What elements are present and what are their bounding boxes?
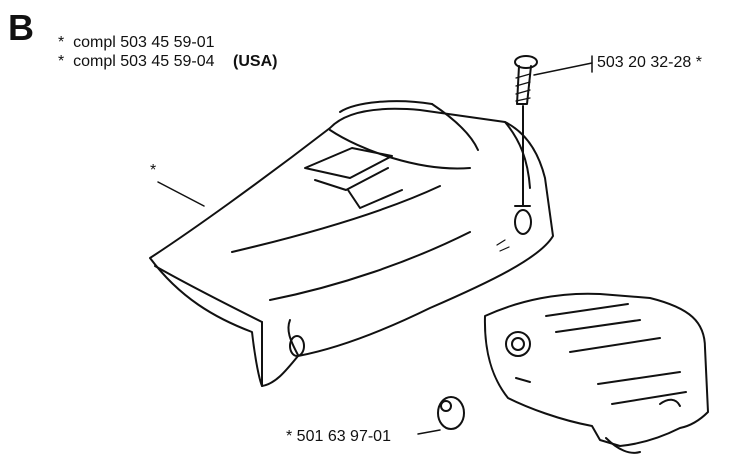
usa-note: (USA) bbox=[233, 53, 278, 70]
screw-part bbox=[514, 55, 538, 206]
cap-leader-line bbox=[417, 429, 441, 435]
header-part-number: compl 503 45 59-04 bbox=[73, 53, 215, 70]
asterisk-marker: * bbox=[58, 53, 65, 70]
plug-cap-part bbox=[437, 396, 465, 430]
asterisk-marker: * bbox=[58, 34, 65, 51]
cover-asterisk-callout: * bbox=[150, 162, 157, 179]
cover-leader-line bbox=[157, 181, 205, 207]
chain-cover-part bbox=[149, 100, 554, 387]
crankcase-fragment bbox=[483, 292, 709, 454]
header-line-compl-standard: * compl 503 45 59-01 bbox=[58, 34, 215, 52]
section-letter: B bbox=[8, 7, 34, 48]
screw-part-number-callout: 503 20 32-28 * bbox=[597, 54, 702, 71]
screw-leader-line bbox=[533, 62, 593, 76]
cap-part-number-callout: * 501 63 97-01 bbox=[286, 428, 391, 445]
header-line-compl-usa: * compl 503 45 59-04 (USA) bbox=[58, 53, 277, 71]
header-part-number: compl 503 45 59-01 bbox=[73, 34, 215, 51]
